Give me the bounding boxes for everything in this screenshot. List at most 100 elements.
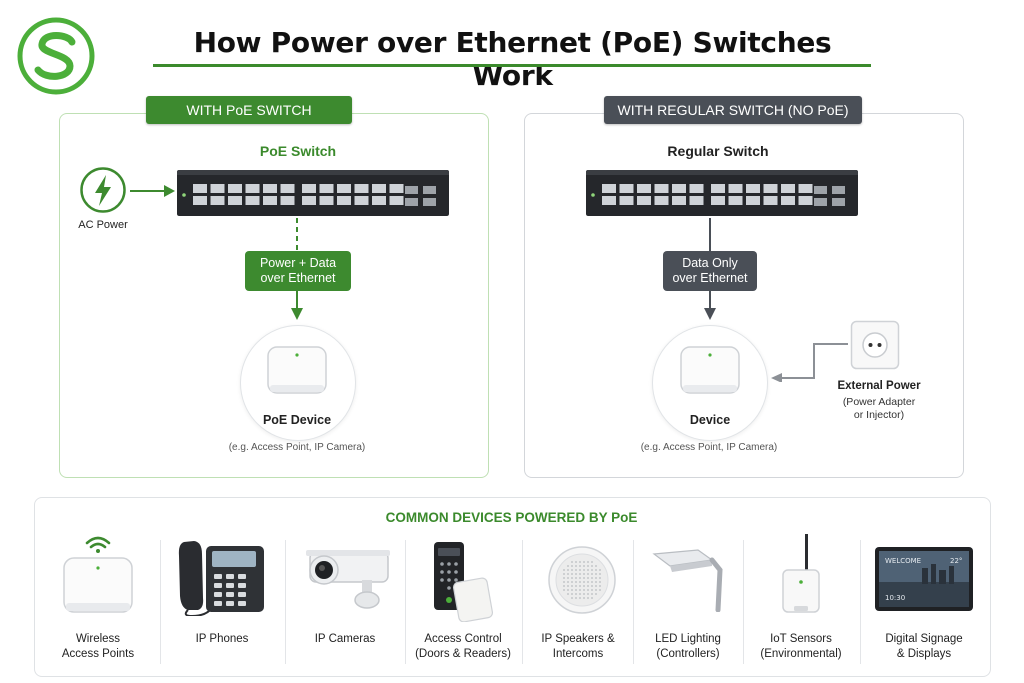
ac-power-icon — [80, 167, 126, 213]
ethernet-port — [637, 184, 651, 193]
signage-welcome-text: WELCOME — [885, 557, 921, 565]
speaker-grille-dot — [563, 573, 565, 575]
speaker-grille-dot — [595, 585, 597, 587]
ethernet-port — [245, 184, 260, 193]
ethernet-port — [763, 184, 778, 193]
device-item-line2: (Doors & Readers) — [415, 648, 511, 660]
speaker-grille-dot — [571, 597, 573, 599]
speaker-grille-dot — [567, 569, 569, 571]
ethernet-port — [354, 184, 369, 193]
ethernet-port — [602, 184, 616, 193]
ethernet-port — [263, 196, 277, 205]
speaker-grille-dot — [579, 561, 581, 563]
poe-flow-pill: Power + Data over Ethernet — [245, 251, 351, 291]
ip-camera-icon — [306, 550, 390, 609]
ethernet-port — [319, 184, 334, 193]
speaker-grille-dot — [567, 593, 569, 595]
speaker-grille-dot — [571, 561, 573, 563]
ethernet-port — [689, 184, 704, 193]
ethernet-port — [672, 184, 686, 193]
ip-phone-icon — [178, 541, 264, 616]
sfp-port — [405, 186, 418, 194]
regular-switch-label: Regular Switch — [667, 143, 769, 159]
speaker-grille-dot — [575, 581, 577, 583]
divider — [160, 540, 161, 664]
speaker-grille-dot — [595, 577, 597, 579]
speaker-grille-dot — [587, 561, 589, 563]
title-underline — [153, 64, 871, 67]
speaker-grille-dot — [587, 569, 589, 571]
speaker-grille-dot — [579, 577, 581, 579]
data-flow-line2: over Ethernet — [672, 271, 748, 285]
speaker-grille-dot — [583, 565, 585, 567]
poe-flow-line1: Power + Data — [259, 256, 337, 270]
poe-panel-tag: WITH PoE SWITCH — [146, 96, 352, 124]
speaker-grille-dot — [571, 565, 573, 567]
ethernet-port — [746, 196, 760, 205]
speaker-grille-dot — [599, 581, 601, 583]
speaker-grille-dot — [591, 581, 593, 583]
speaker-grille-dot — [567, 573, 569, 575]
speaker-grille-dot — [571, 573, 573, 575]
access-point-icon — [267, 346, 327, 394]
ac-power-label: AC Power — [78, 219, 128, 231]
speaker-grille-dot — [587, 597, 589, 599]
speaker-grille-dot — [579, 585, 581, 587]
speaker-grille-dot — [583, 569, 585, 571]
speaker-grille-dot — [571, 589, 573, 591]
speaker-grille-dot — [567, 577, 569, 579]
data-flow-line1: Data Only — [682, 256, 738, 270]
device-label: Device — [689, 413, 731, 427]
sfp-port — [814, 186, 827, 194]
speaker-grille-dot — [579, 565, 581, 567]
ethernet-port — [245, 196, 260, 205]
speaker-grille-dot — [583, 585, 585, 587]
device-item-line1: IP Cameras — [314, 633, 376, 645]
speaker-grille-dot — [599, 573, 601, 575]
device-item-line1: IP Phones — [195, 633, 249, 645]
ethernet-port — [210, 184, 225, 193]
speaker-grille-dot — [575, 593, 577, 595]
ethernet-port — [781, 196, 795, 205]
device-item-line2: Access Points — [61, 648, 135, 660]
ethernet-port — [798, 184, 813, 193]
ethernet-port — [637, 196, 651, 205]
external-power-connector — [771, 343, 848, 382]
ethernet-port — [389, 196, 404, 205]
divider — [285, 540, 286, 664]
ethernet-port — [263, 184, 277, 193]
poe-switch — [177, 170, 449, 216]
device-item-line1: Access Control — [424, 633, 502, 645]
speaker-grille-dot — [591, 565, 593, 567]
speaker-grille-dot — [583, 581, 585, 583]
ethernet-port — [654, 196, 669, 205]
data-flow-pill: Data Only over Ethernet — [663, 251, 757, 291]
common-devices-title: COMMON DEVICES POWERED BY PoE — [385, 510, 638, 525]
speaker-grille-dot — [583, 573, 585, 575]
device-item-line2: Intercoms — [552, 648, 604, 660]
poe-flow-arrow — [291, 218, 303, 320]
page-title: How Power over Ethernet (PoE) Switches W… — [193, 26, 832, 92]
speaker-grille-dot — [587, 577, 589, 579]
sfp-port — [832, 198, 845, 206]
speaker-grille-dot — [571, 577, 573, 579]
speaker-grille-dot — [575, 597, 577, 599]
access-point-icon — [680, 346, 740, 394]
external-power-sub1: (Power Adapter — [842, 396, 916, 408]
speaker-grille-dot — [595, 589, 597, 591]
ethernet-port — [228, 196, 242, 205]
ethernet-port — [319, 196, 334, 205]
poe-flow-line2: over Ethernet — [260, 271, 336, 285]
ethernet-port — [728, 184, 743, 193]
speaker-grille-dot — [579, 581, 581, 583]
speaker-grille-dot — [591, 589, 593, 591]
wall-outlet-icon — [850, 320, 900, 370]
ethernet-port — [193, 184, 207, 193]
iot-sensor-icon — [782, 534, 820, 613]
speaker-grille-dot — [575, 573, 577, 575]
ethernet-port — [280, 196, 295, 205]
device-item-line2: (Controllers) — [656, 648, 720, 660]
regular-panel-tag: WITH REGULAR SWITCH (NO PoE) — [604, 96, 862, 124]
ethernet-port — [302, 184, 316, 193]
speaker-grille-dot — [571, 581, 573, 583]
